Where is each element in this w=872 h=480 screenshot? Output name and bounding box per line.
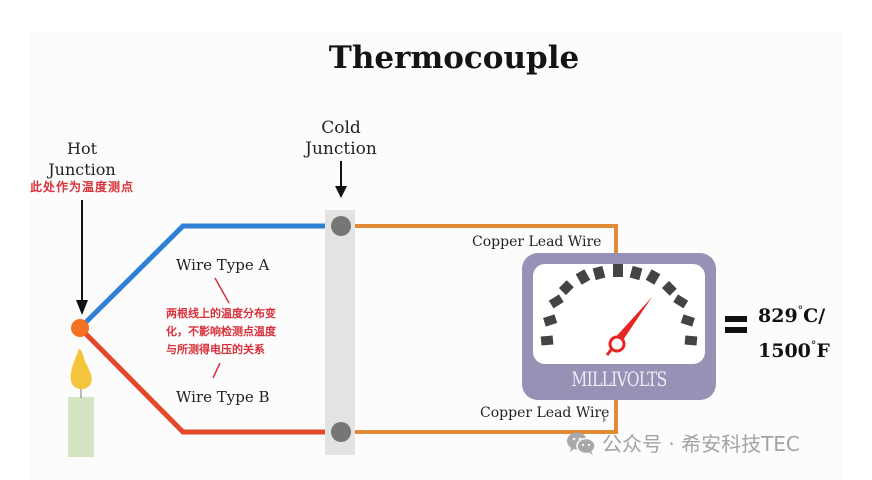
cold-junction-arrow <box>335 161 347 198</box>
meter-needle <box>605 297 652 356</box>
cursor-mark <box>603 415 606 423</box>
hot-junction-dot <box>71 319 89 337</box>
wire-note-line3: 与所测得电压的关系 <box>166 343 265 356</box>
wire-note-line1: 两根线上的温度分布变 <box>166 307 276 320</box>
wire-note: 两根线上的温度分布变 化，不影响检测点温度 与所测得电压的关系 <box>166 305 276 359</box>
copper-lead-wire-bottom <box>355 398 618 434</box>
cold-junction-label-line2: Junction <box>305 139 377 159</box>
copper-lead-wire-bottom-label: Copper Lead Wire <box>480 405 610 421</box>
hot-junction-arrow <box>76 200 88 315</box>
hot-junction-note: 此处作为温度测点 <box>30 180 135 194</box>
hot-junction-label-line2: Junction <box>48 160 116 179</box>
diagram-title: Thermocouple <box>328 40 580 76</box>
watermark-text: 公众号 · 希安科技TEC <box>602 432 800 456</box>
millivolt-meter <box>522 253 716 400</box>
meter-label: MILLIVOLTS <box>571 367 667 391</box>
cold-junction-label-line1: Cold <box>321 118 361 138</box>
hot-junction-label: Hot Junction <box>40 138 124 180</box>
cold-junction-label: Cold Junction <box>296 118 386 160</box>
equals-sign <box>725 313 747 335</box>
annotation-line-a <box>214 277 230 304</box>
watermark: 公众号 · 希安科技TEC <box>566 428 800 457</box>
annotation-line-b <box>212 362 221 379</box>
wire-type-a-label: Wire Type A <box>176 256 270 274</box>
wechat-icon <box>566 431 596 455</box>
candle-icon <box>68 349 94 457</box>
wire-type-a <box>78 223 326 330</box>
wire-type-b-label: Wire Type B <box>176 388 270 406</box>
temperature-reading: 829°C/ 1500°F <box>758 296 830 366</box>
wire-note-line2: 化，不影响检测点温度 <box>166 325 276 338</box>
meter-ticks <box>540 264 698 346</box>
hot-junction-label-line1: Hot <box>66 139 97 158</box>
wire-type-b <box>78 326 326 435</box>
fahrenheit-reading: 1500°F <box>758 339 830 362</box>
copper-lead-wire-top <box>355 224 618 255</box>
celsius-reading: 829°C/ <box>758 304 826 327</box>
cold-junction-block <box>325 210 355 455</box>
copper-lead-wire-top-label: Copper Lead Wire <box>472 234 602 250</box>
